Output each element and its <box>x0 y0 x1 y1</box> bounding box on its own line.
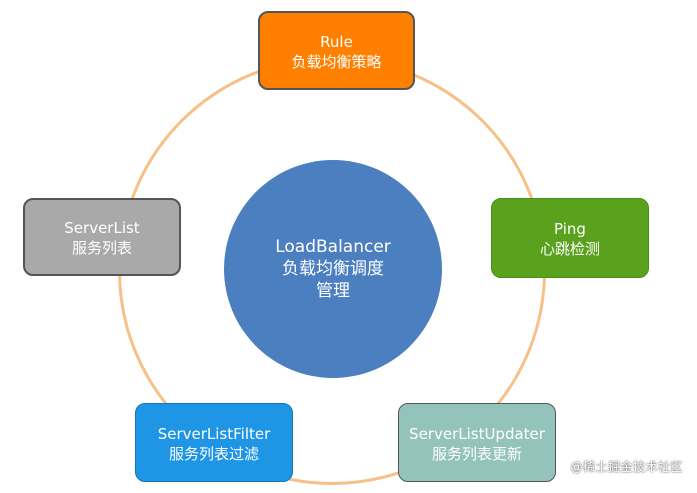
serverlist-title: ServerList <box>64 219 140 237</box>
watermark-text: @稀土掘金技术社区 <box>570 460 683 474</box>
load-balancer-node: LoadBalancer 负载均衡调度 管理 <box>224 160 442 378</box>
serverlistfilter-node: ServerListFilter 服务列表过滤 <box>135 403 293 482</box>
rule-node: Rule 负载均衡策略 <box>258 11 415 90</box>
rule-subtitle: 负载均衡策略 <box>291 52 382 71</box>
serverlistupdater-title: ServerListUpdater <box>409 424 545 443</box>
load-balancer-subtitle: 负载均衡调度 <box>282 259 384 279</box>
load-balancer-subtitle-2: 管理 <box>316 281 350 301</box>
ping-subtitle: 心跳检测 <box>539 240 600 258</box>
ping-title: Ping <box>554 220 586 238</box>
serverlistfilter-subtitle: 服务列表过滤 <box>168 444 259 463</box>
rule-title: Rule <box>320 32 353 51</box>
serverlistupdater-subtitle: 服务列表更新 <box>431 444 522 463</box>
serverlistfilter-title: ServerListFilter <box>157 424 271 443</box>
serverlist-node: ServerList 服务列表 <box>23 198 181 276</box>
serverlist-subtitle: 服务列表 <box>71 239 132 257</box>
serverlistupdater-node: ServerListUpdater 服务列表更新 <box>398 403 556 482</box>
ping-node: Ping 心跳检测 <box>491 198 649 278</box>
load-balancer-title: LoadBalancer <box>275 237 391 257</box>
